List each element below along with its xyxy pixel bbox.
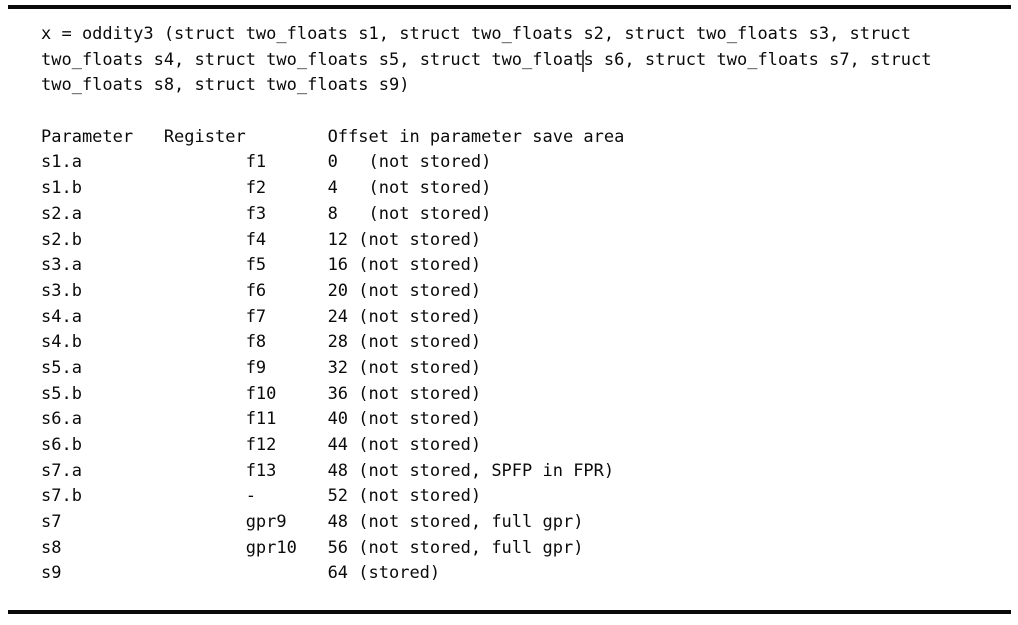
register-cell: f9 [245, 357, 267, 378]
header-offset: Offset in parameter save area [327, 126, 625, 147]
register-cell: f11 [245, 409, 277, 430]
table-row: s9 64 (stored) [41, 561, 931, 587]
table-row: s7.b - 52 (not stored) [41, 484, 931, 510]
header-register: Register [163, 126, 246, 147]
offset-cell: 44 (not stored) [327, 435, 482, 455]
parameter-cell: s4.a [41, 306, 82, 327]
offset-cell: 36 (not stored) [327, 383, 482, 404]
offset-cell: 12 (not stored) [327, 229, 482, 250]
register-cell: - [245, 486, 256, 507]
parameter-cell: s3.a [41, 255, 82, 276]
offset-cell: 24 (not stored) [327, 306, 482, 327]
parameter-cell: s7 [41, 512, 62, 533]
parameter-cell: s4.b [41, 332, 82, 353]
parameter-cell: s1.b [41, 178, 82, 199]
offset-cell: 32 (not stored) [327, 357, 482, 378]
parameter-cell: s3.b [41, 280, 82, 301]
table-row: s3.a f5 16 (not stored) [41, 253, 931, 279]
parameter-cell: s6.a [41, 409, 82, 430]
code-text: two_floats s8, struct two_floats s9) [41, 75, 410, 96]
parameter-cell: s1.a [41, 152, 82, 173]
offset-cell: 52 (not stored) [327, 486, 482, 507]
offset-cell: 48 (not stored, full gpr) [327, 512, 584, 533]
text-cursor [582, 49, 585, 72]
code-line-3: two_floats s8, struct two_floats s9) [41, 73, 931, 99]
parameter-cell: s2.b [41, 229, 82, 250]
register-cell: f10 [245, 383, 277, 404]
parameter-cell: s7.a [41, 460, 82, 481]
offset-cell: 40 (not stored) [327, 409, 482, 430]
code-line-2: two_floats s4, struct two_floats s5, str… [41, 48, 931, 74]
table-row: s7 gpr9 48 (not stored, full gpr) [41, 510, 931, 536]
table-row: s5.a f9 32 (not stored) [41, 356, 931, 382]
top-rule [8, 5, 1011, 9]
parameter-cell: s6.b [41, 435, 82, 455]
register-cell: f1 [245, 152, 267, 173]
code-text: x = oddity3 (struct two_floats s1, struc… [41, 24, 911, 44]
table-header-row: Parameter Register Offset in parameter sav… [41, 125, 931, 151]
register-cell: f4 [245, 229, 267, 250]
offset-cell: 8 (not stored) [327, 203, 492, 224]
table-row: s7.a f13 48 (not stored, SPFP in FPR) [41, 459, 931, 485]
offset-cell: 0 (not stored) [327, 152, 492, 173]
table-row: s1.a f1 0 (not stored) [41, 150, 931, 176]
register-cell: gpr9 [245, 512, 287, 533]
offset-cell: 20 (not stored) [327, 280, 482, 301]
register-cell: f7 [245, 306, 267, 327]
parameter-cell: s2.a [41, 203, 82, 224]
blank-line [41, 99, 931, 125]
register-cell: f5 [245, 255, 267, 276]
table-row: s6.a f11 40 (not stored) [41, 407, 931, 433]
table-row: s3.b f6 20 (not stored) [41, 279, 931, 305]
offset-cell: 16 (not stored) [327, 255, 482, 276]
table-row: s1.b f2 4 (not stored) [41, 176, 931, 202]
figure-text-area[interactable]: x = oddity3 (struct two_floats s1, struc… [41, 22, 931, 587]
bottom-rule [8, 610, 1011, 614]
register-cell: f6 [245, 280, 267, 301]
table-row: s8 gpr10 56 (not stored, full gpr) [41, 536, 931, 562]
offset-cell: 64 (stored) [327, 563, 441, 584]
register-cell: f12 [245, 435, 277, 455]
register-cell: f8 [245, 332, 267, 353]
parameter-cell: s5.b [41, 383, 82, 404]
offset-cell: 28 (not stored) [327, 332, 482, 353]
table-body: s1.a f1 0 (not stored) s1.b f2 4 (not stored)… [41, 150, 931, 587]
register-cell: f2 [245, 178, 267, 199]
code-text: two_floats s4, struct two_floats s5, str… [41, 49, 584, 70]
table-row: s4.b f8 28 (not stored) [41, 330, 931, 356]
register-cell: f3 [245, 203, 267, 224]
table-row: s4.a f7 24 (not stored) [41, 305, 931, 331]
table-row: s6.b f12 44 (not stored) [41, 433, 931, 459]
table-row: s5.b f10 36 (not stored) [41, 382, 931, 408]
parameter-cell: s8 [41, 537, 62, 558]
code-text: s s6, struct two_floats s7, struct [583, 49, 932, 70]
offset-cell: 48 (not stored, SPFP in FPR) [327, 460, 615, 481]
parameter-cell: s5.a [41, 357, 82, 378]
register-cell: gpr10 [245, 537, 297, 558]
offset-cell: 4 (not stored) [327, 178, 492, 199]
register-cell: f13 [245, 460, 277, 481]
header-parameter: Parameter [41, 126, 134, 147]
parameter-cell: s9 [41, 563, 62, 584]
code-line-1: x = oddity3 (struct two_floats s1, struc… [41, 22, 931, 48]
parameter-cell: s7.b [41, 486, 82, 507]
table-row: s2.a f3 8 (not stored) [41, 202, 931, 228]
offset-cell: 56 (not stored, full gpr) [327, 537, 584, 558]
table-row: s2.b f4 12 (not stored) [41, 228, 931, 254]
